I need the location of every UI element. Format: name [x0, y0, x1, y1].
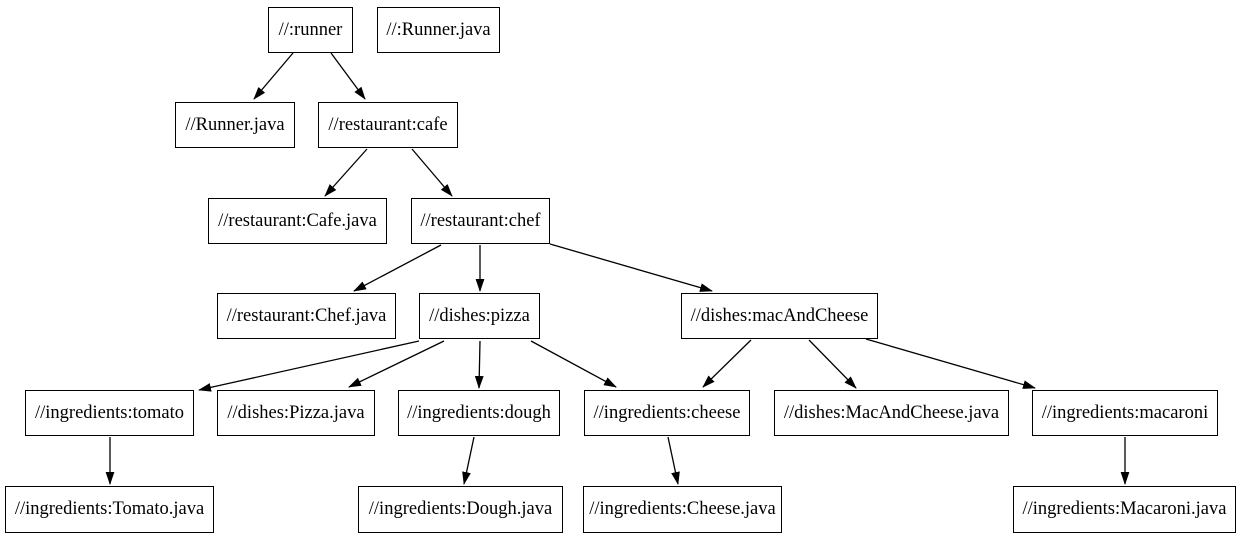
graph-node-runner-java: //Runner.java [175, 102, 295, 148]
edge-chef-to-chef-java [353, 244, 442, 292]
graph-node-chef: //restaurant:chef [411, 198, 550, 244]
graph-node-cheese: //ingredients:cheese [584, 390, 750, 436]
graph-node-mac-and-cheese-java: //dishes:MacAndCheese.java [774, 390, 1009, 436]
graph-node-cheese-java: //ingredients:Cheese.java [583, 486, 782, 533]
edge-mac-and-cheese-to-cheese [702, 339, 752, 388]
edge-mac-and-cheese-to-mac-and-cheese-java [808, 339, 857, 389]
edge-pizza-to-cheese [530, 340, 617, 388]
edge-cheese-to-cheese-java [667, 436, 680, 485]
graph-node-tomato: //ingredients:tomato [25, 390, 194, 436]
edge-cafe-to-chef [411, 148, 453, 197]
graph-node-macaroni-java: //ingredients:Macaroni.java [1013, 486, 1236, 533]
edge-dough-to-dough-java [462, 436, 475, 485]
edge-mac-and-cheese-to-macaroni [865, 338, 1036, 389]
graph-node-mac-and-cheese: //dishes:macAndCheese [681, 293, 878, 339]
graph-node-tomato-java: //ingredients:Tomato.java [5, 486, 214, 533]
graph-node-pizza: //dishes:pizza [419, 293, 540, 339]
edge-runner-to-runner-java [253, 52, 294, 100]
graph-node-pizza-java: //dishes:Pizza.java [217, 390, 375, 436]
edge-chef-to-mac-and-cheese [549, 243, 713, 292]
graph-node-dough-java: //ingredients:Dough.java [358, 486, 563, 533]
graph-node-chef-java: //restaurant:Chef.java [217, 293, 396, 339]
edge-pizza-to-tomato [198, 340, 420, 392]
graph-node-cafe: //restaurant:cafe [318, 102, 458, 148]
graph-node-runner-java-root: //:Runner.java [377, 7, 500, 53]
graph-node-cafe-java: //restaurant:Cafe.java [208, 198, 387, 244]
graph-node-runner: //:runner [268, 7, 353, 53]
edge-cafe-to-cafe-java [324, 148, 368, 197]
graph-node-dough: //ingredients:dough [398, 390, 560, 436]
edge-pizza-to-dough [474, 340, 484, 389]
edge-pizza-to-pizza-java [348, 340, 445, 388]
edge-runner-to-cafe [330, 52, 366, 100]
graph-node-macaroni: //ingredients:macaroni [1032, 390, 1218, 436]
